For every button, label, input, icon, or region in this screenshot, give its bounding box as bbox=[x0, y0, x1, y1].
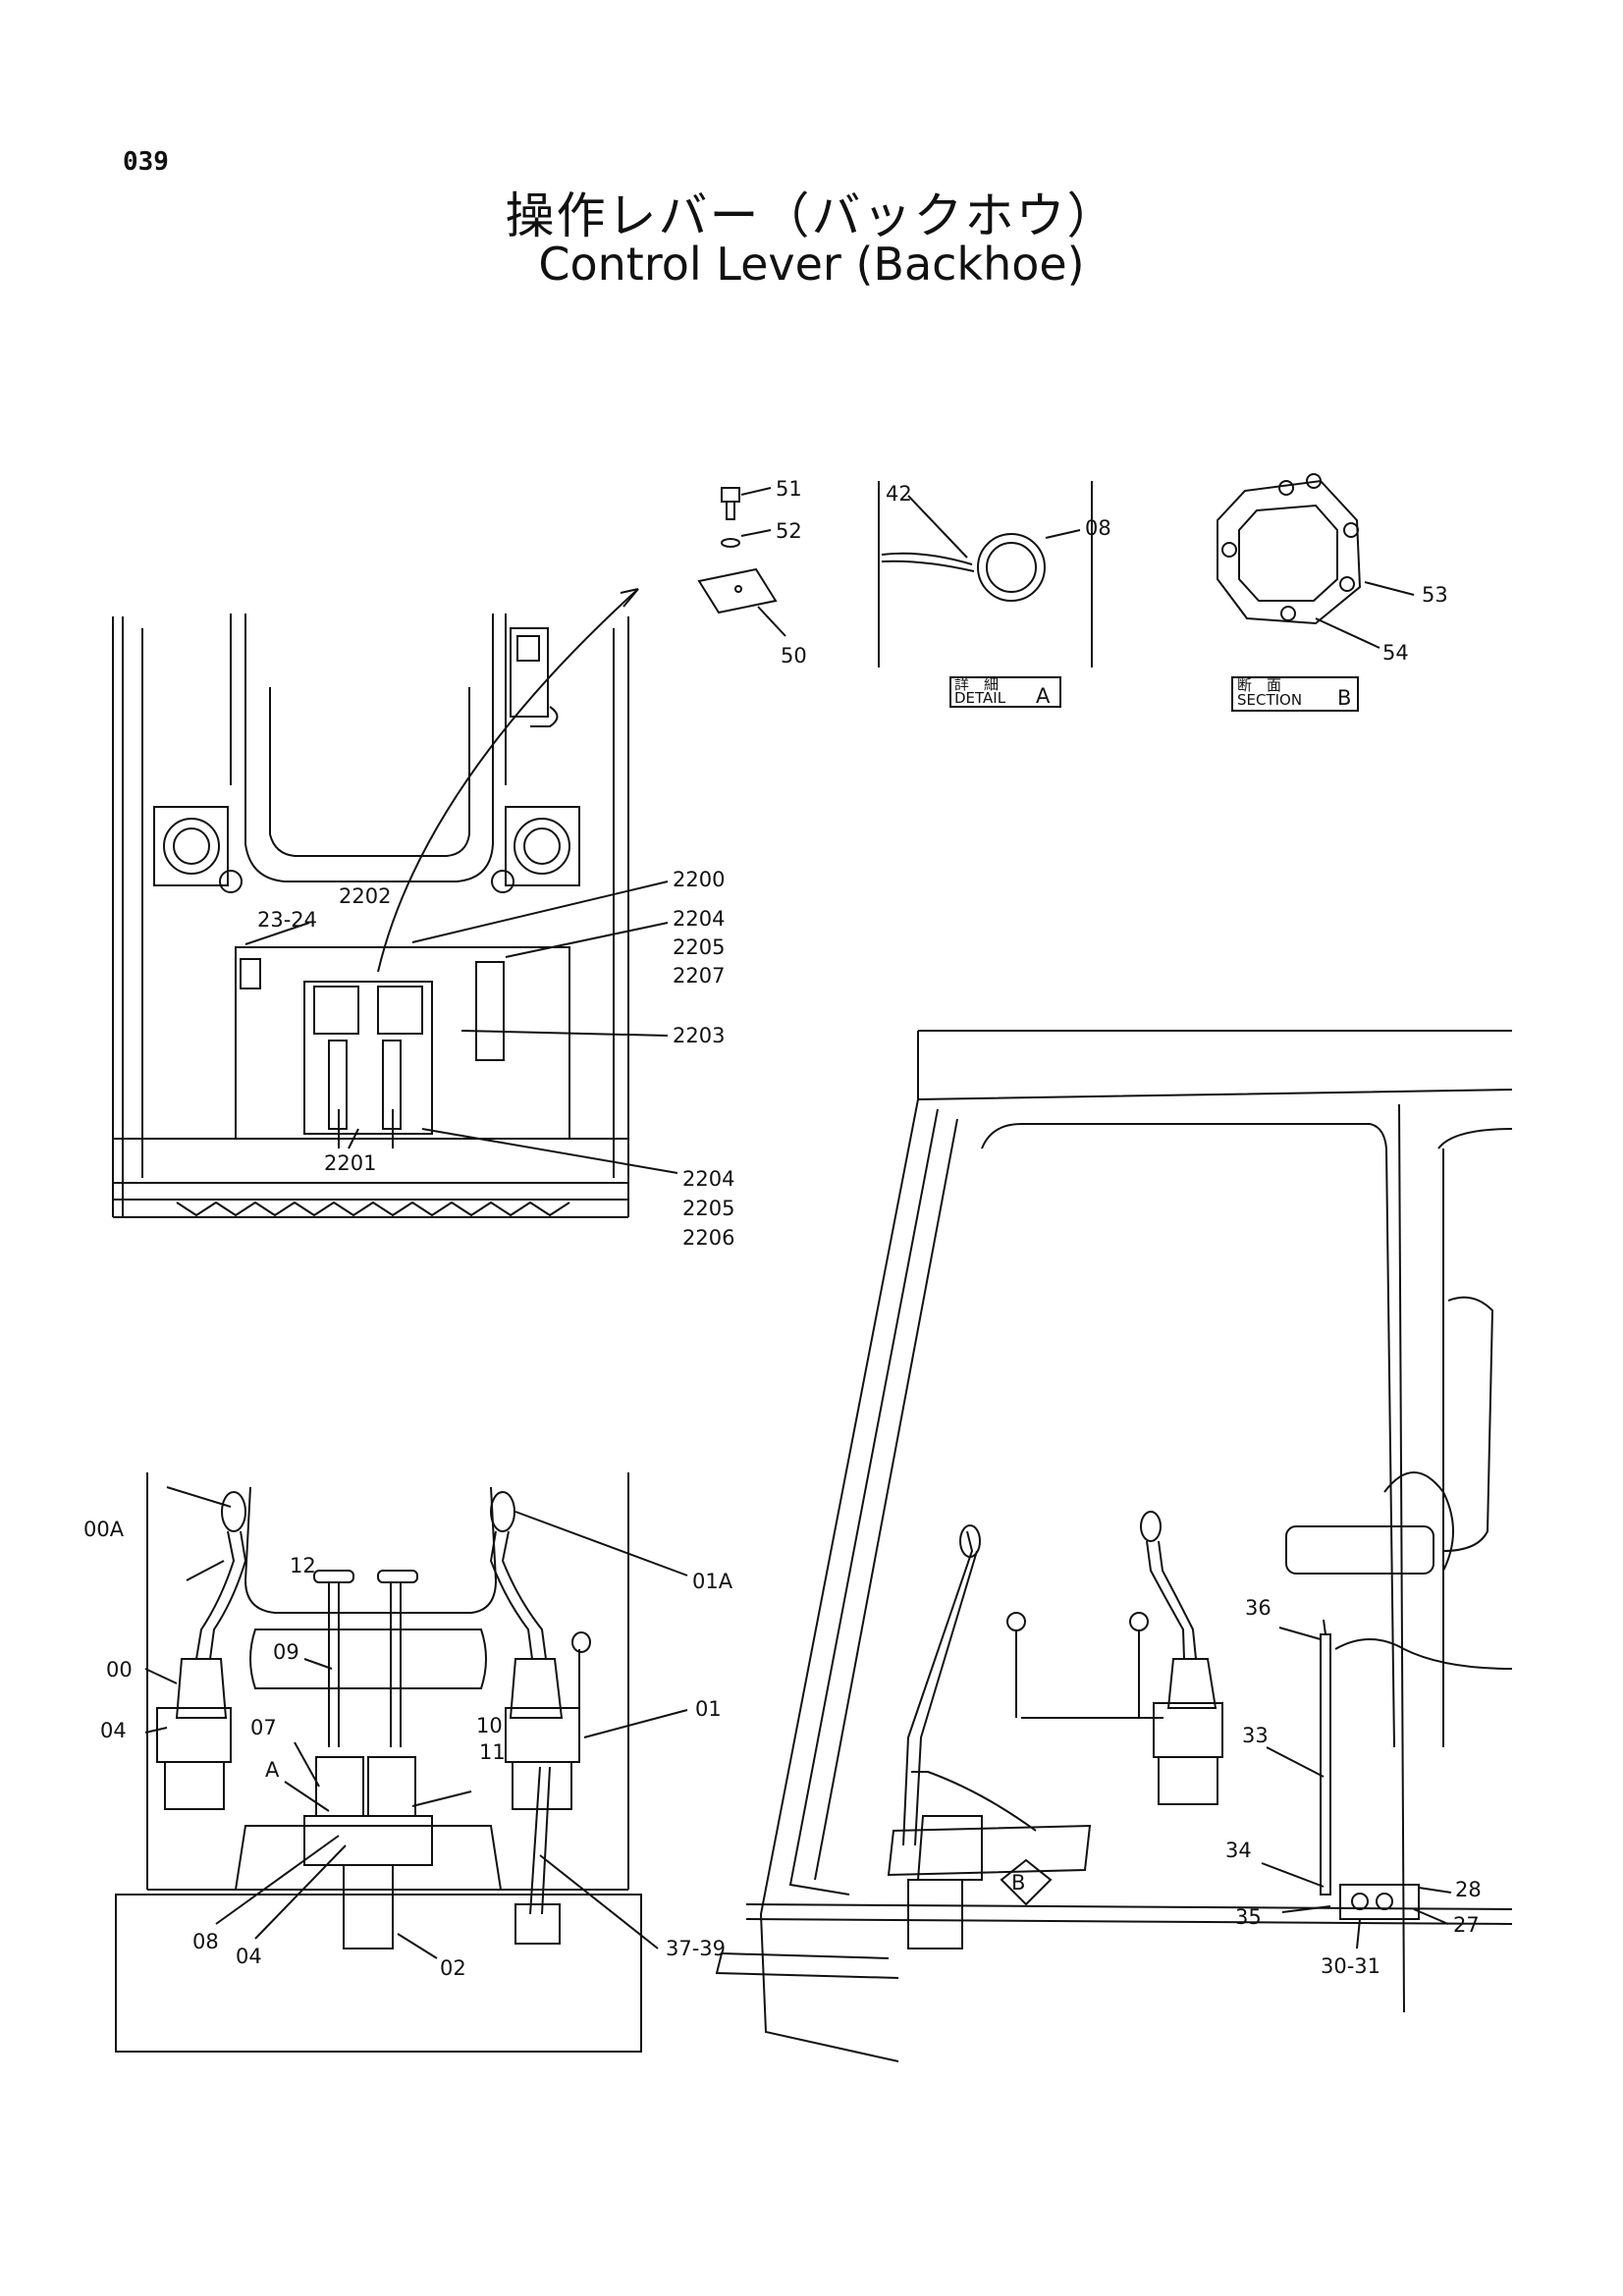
label-11: 11 bbox=[479, 1740, 506, 1764]
label-08-detail: 08 bbox=[1085, 516, 1111, 540]
label-2203: 2203 bbox=[673, 1024, 725, 1047]
label-04-left: 04 bbox=[100, 1719, 127, 1742]
detail-a-caption-en: DETAIL bbox=[954, 689, 1006, 707]
label-2204-lower: 2204 bbox=[682, 1167, 734, 1191]
cab-side-view bbox=[715, 1030, 1513, 2062]
title-japanese: 操作レバー（バックホウ） bbox=[505, 187, 1118, 244]
section-b-caption-ja: 断 面 bbox=[1237, 676, 1281, 694]
page-number: 039 bbox=[123, 147, 169, 177]
label-2202: 2202 bbox=[339, 884, 391, 908]
label-35: 35 bbox=[1235, 1905, 1262, 1929]
title-english: Control Lever (Backhoe) bbox=[538, 238, 1085, 291]
label-2204-upper: 2204 bbox=[673, 907, 725, 931]
label-01: 01 bbox=[695, 1697, 722, 1721]
label-2206: 2206 bbox=[682, 1226, 734, 1250]
label-01A: 01A bbox=[692, 1570, 733, 1593]
label-09: 09 bbox=[273, 1640, 299, 1664]
label-51: 51 bbox=[776, 477, 802, 501]
label-42: 42 bbox=[886, 482, 912, 506]
bolt-plate-detail bbox=[697, 487, 786, 637]
detail-a-letter: A bbox=[1036, 684, 1051, 708]
label-36: 36 bbox=[1245, 1596, 1271, 1620]
label-53: 53 bbox=[1422, 583, 1448, 607]
label-2207: 2207 bbox=[673, 964, 725, 988]
label-2201: 2201 bbox=[324, 1151, 376, 1175]
label-10: 10 bbox=[476, 1714, 503, 1737]
label-2205-lower: 2205 bbox=[682, 1197, 734, 1220]
detail-a-drawing bbox=[878, 481, 1093, 708]
label-A: A bbox=[265, 1758, 280, 1782]
label-00A: 00A bbox=[83, 1518, 125, 1541]
label-2200: 2200 bbox=[673, 868, 725, 891]
label-2205-upper: 2205 bbox=[673, 935, 725, 959]
label-37-39: 37-39 bbox=[666, 1937, 726, 1960]
label-12: 12 bbox=[290, 1554, 316, 1577]
label-02: 02 bbox=[440, 1956, 466, 1980]
cab-front-view bbox=[115, 1472, 688, 2053]
detail-a-caption-ja: 詳 細 bbox=[954, 675, 999, 693]
section-b-letter: B bbox=[1337, 686, 1351, 710]
label-34: 34 bbox=[1225, 1839, 1252, 1862]
section-b-drawing bbox=[1217, 473, 1415, 712]
label-23-24: 23-24 bbox=[257, 908, 317, 932]
label-27: 27 bbox=[1453, 1913, 1480, 1937]
label-50: 50 bbox=[781, 644, 807, 667]
label-07: 07 bbox=[250, 1716, 277, 1739]
label-08-front: 08 bbox=[192, 1930, 219, 1953]
label-54: 54 bbox=[1382, 641, 1409, 665]
cab-top-view bbox=[112, 588, 678, 1218]
section-b-caption-en: SECTION bbox=[1237, 691, 1302, 709]
label-52: 52 bbox=[776, 519, 802, 543]
label-04-front: 04 bbox=[236, 1945, 262, 1968]
label-00: 00 bbox=[106, 1658, 133, 1682]
label-33: 33 bbox=[1242, 1724, 1269, 1747]
label-30-31: 30-31 bbox=[1321, 1954, 1380, 1978]
label-B: B bbox=[1011, 1871, 1025, 1895]
label-28: 28 bbox=[1455, 1878, 1482, 1901]
